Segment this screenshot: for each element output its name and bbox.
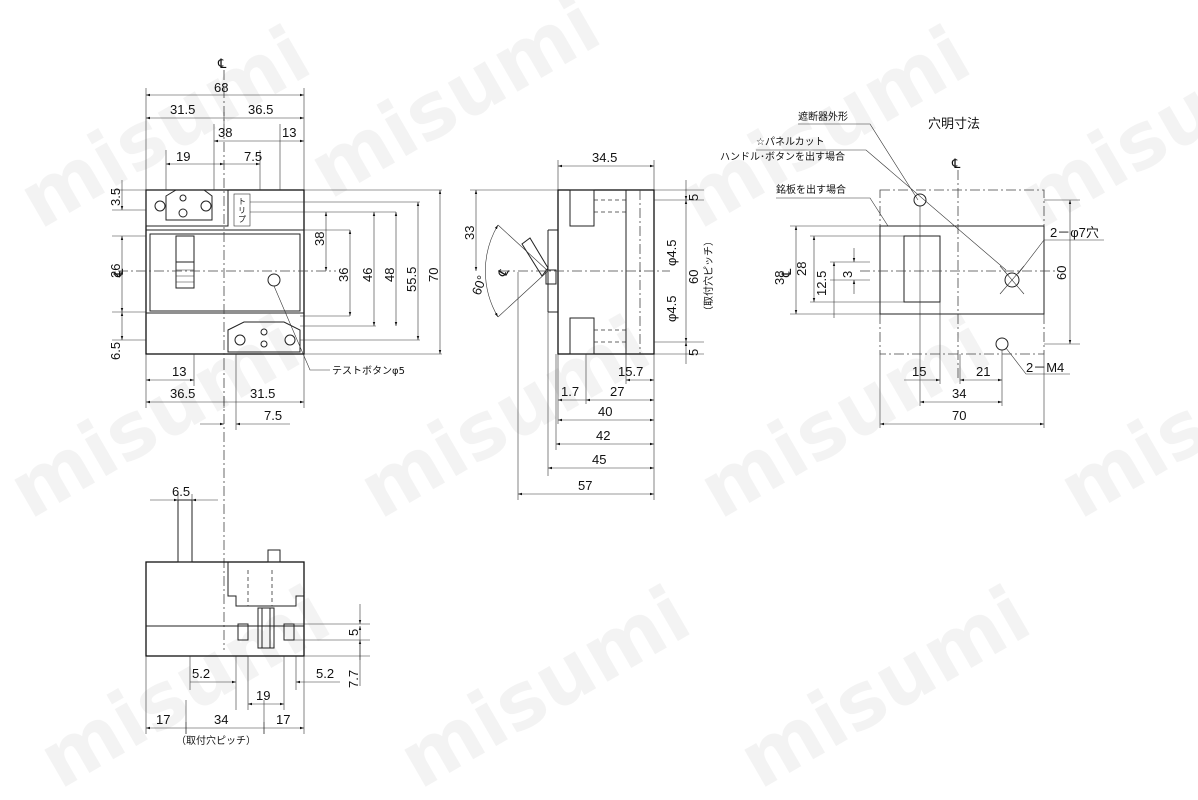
panel-cut-label: ☆パネルカット bbox=[756, 136, 825, 148]
centerline-symbol: ℄ bbox=[217, 56, 227, 71]
dim-45: 45 bbox=[592, 452, 606, 467]
front-window bbox=[149, 233, 301, 312]
dim-60-side: 60 bbox=[686, 270, 701, 284]
svg-text:℄: ℄ bbox=[111, 268, 126, 278]
dim-3-5: 3.5 bbox=[108, 188, 123, 206]
svg-text:℄: ℄ bbox=[951, 156, 961, 171]
mounting-hole-phi7 bbox=[1004, 272, 1020, 288]
svg-text:misumi: misumi bbox=[5, 10, 325, 247]
side-handle bbox=[521, 237, 549, 277]
dim-38-top: 38 bbox=[218, 125, 232, 140]
bottom-view: 6.5 5 7.7 5.2 5.2 19 17 34 17 （取付穴ピッチ） bbox=[145, 484, 370, 747]
dim-6-5-bottom: 6.5 bbox=[172, 484, 190, 499]
handle-button-label: ハンドル･ボタンを出す場合 bbox=[720, 150, 845, 163]
svg-text:misumi: misumi bbox=[725, 570, 1045, 800]
dim-40: 40 bbox=[598, 404, 612, 419]
svg-text:misumi: misumi bbox=[385, 570, 705, 800]
dim-36-5-top: 36.5 bbox=[248, 102, 273, 117]
dim-5-2-right: 5.2 bbox=[316, 666, 334, 681]
svg-text:リ: リ bbox=[238, 206, 246, 215]
dim-7-7: 7.7 bbox=[346, 670, 361, 688]
svg-text:misumi: misumi bbox=[345, 300, 665, 537]
cutout-handle-opening bbox=[903, 235, 941, 303]
dim-60-cutout: 60 bbox=[1054, 266, 1069, 280]
svg-text:プ: プ bbox=[238, 215, 246, 224]
svg-text:ト: ト bbox=[238, 197, 246, 206]
breaker-outline-label: 遮断器外形 bbox=[798, 110, 848, 123]
test-button-label: テストボタンφ5 bbox=[332, 365, 405, 377]
dim-19-bottom: 19 bbox=[256, 688, 270, 703]
svg-text:misumi: misumi bbox=[295, 0, 615, 216]
dim-15-7: 15.7 bbox=[618, 364, 643, 379]
svg-text:misumi: misumi bbox=[1005, 10, 1198, 247]
dim-13-top: 13 bbox=[282, 125, 296, 140]
dim-7-5-top: 7.5 bbox=[244, 149, 262, 164]
nameplate-label: 銘板を出す場合 bbox=[776, 183, 846, 196]
dim-5-bottom-side: 5 bbox=[686, 349, 701, 356]
dim-17-left: 17 bbox=[156, 712, 170, 727]
cutout-window bbox=[879, 225, 1045, 315]
dim-38-vertical: 38 bbox=[312, 232, 327, 246]
svg-text:misumi: misumi bbox=[1045, 300, 1198, 537]
dim-38-cutout: 38 bbox=[772, 271, 787, 285]
dim-34-5: 34.5 bbox=[592, 150, 617, 165]
dim-12-5: 12.5 bbox=[814, 271, 829, 296]
bottom-body-outline bbox=[145, 561, 305, 657]
dim-15: 15 bbox=[912, 364, 926, 379]
dim-5-2-left: 5.2 bbox=[192, 666, 210, 681]
dim-21: 21 bbox=[976, 364, 990, 379]
svg-text:misumi: misumi bbox=[25, 570, 345, 800]
dim-70-cutout: 70 bbox=[952, 408, 966, 423]
cutout-breaker-outline bbox=[879, 189, 1045, 355]
dim-31-5-bottom: 31.5 bbox=[250, 386, 275, 401]
bottom-handle bbox=[177, 499, 193, 563]
label-plate bbox=[233, 193, 251, 227]
dim-36-5-bottom: 36.5 bbox=[170, 386, 195, 401]
dim-34-bottom: 34 bbox=[214, 712, 228, 727]
dim-1-7: 1.7 bbox=[561, 384, 579, 399]
dim-36: 36 bbox=[336, 268, 351, 282]
bottom-terminal-block bbox=[227, 321, 301, 353]
dim-phi-4-5-bottom: φ4.5 bbox=[664, 295, 679, 322]
svg-text:℄: ℄ bbox=[494, 264, 512, 280]
dim-57: 57 bbox=[578, 478, 592, 493]
front-view: トリプ ℄ ℄ 68 31.5 36.5 38 13 19 7.5 bbox=[108, 56, 442, 650]
dim-17-right: 17 bbox=[276, 712, 290, 727]
cutout-title: 穴明寸法 bbox=[928, 117, 980, 132]
dim-6-5-front: 6.5 bbox=[108, 342, 123, 360]
dim-28: 28 bbox=[794, 262, 809, 276]
dim-46: 46 bbox=[360, 268, 375, 282]
pitch-label-side: （取付穴ピッチ） bbox=[702, 236, 715, 316]
dim-13-bottom: 13 bbox=[172, 364, 186, 379]
top-terminal-block bbox=[145, 189, 229, 227]
panel-cutout-view: 穴明寸法 遮断器外形 ☆パネルカット ハンドル･ボタンを出す場合 銘板を出す場合… bbox=[720, 110, 1104, 428]
dim-34-cutout: 34 bbox=[952, 386, 966, 401]
dim-60-degrees: 60° bbox=[469, 273, 490, 297]
dim-5-top-side: 5 bbox=[686, 194, 701, 201]
dim-42: 42 bbox=[596, 428, 610, 443]
dim-48: 48 bbox=[382, 268, 397, 282]
test-button bbox=[267, 273, 281, 287]
dim-7-5-bottom: 7.5 bbox=[264, 408, 282, 423]
holes-phi7-label: 2－φ7穴 bbox=[1050, 225, 1099, 240]
dim-68: 68 bbox=[214, 80, 228, 95]
side-body-outline bbox=[557, 189, 655, 355]
dim-31-5-top: 31.5 bbox=[170, 102, 195, 117]
dim-55-5: 55.5 bbox=[404, 267, 419, 292]
dim-phi-4-5-top: φ4.5 bbox=[664, 239, 679, 266]
dim-5-bottom-view: 5 bbox=[346, 629, 361, 636]
dim-33: 33 bbox=[462, 226, 477, 240]
dim-27: 27 bbox=[610, 384, 624, 399]
dim-70-front: 70 bbox=[426, 268, 441, 282]
dim-26: 26 bbox=[108, 264, 123, 278]
pitch-label-bottom: （取付穴ピッチ） bbox=[176, 734, 256, 747]
dim-19-front: 19 bbox=[176, 149, 190, 164]
svg-text:℄: ℄ bbox=[779, 268, 794, 278]
dim-3: 3 bbox=[840, 271, 855, 278]
holes-m4-label: 2－M4 bbox=[1026, 360, 1064, 375]
